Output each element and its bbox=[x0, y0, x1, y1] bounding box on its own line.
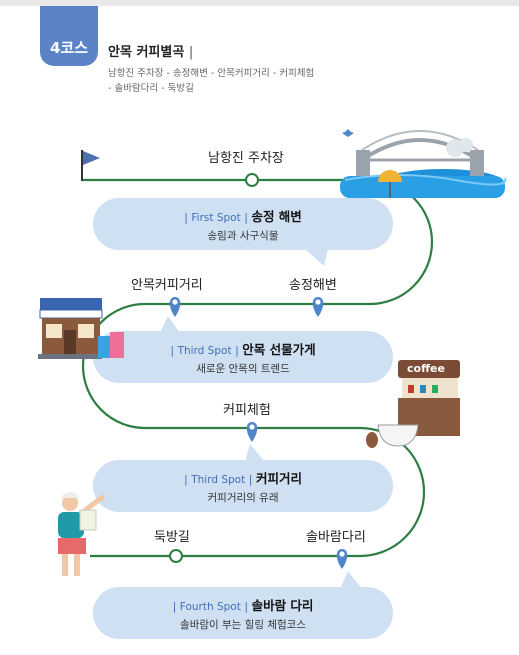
stop-label-experience: 커피체험 bbox=[223, 403, 271, 418]
stop-marker-start bbox=[245, 173, 259, 187]
spot-sep: | bbox=[184, 211, 188, 224]
spot-bubble-4 bbox=[93, 571, 393, 639]
spot-bubble-2 bbox=[93, 316, 393, 383]
spot-name: 솔바람 다리 bbox=[251, 598, 314, 613]
spot-desc: 솔바람이 부는 힐링 체험코스 bbox=[180, 619, 306, 631]
spot-tag: Fourth Spot bbox=[179, 601, 241, 613]
spot-bubble-3 bbox=[93, 444, 393, 512]
coffee-stall-illustration bbox=[366, 360, 460, 448]
spot-sep: | bbox=[248, 473, 253, 486]
spot-sep: | bbox=[172, 600, 177, 613]
route-line bbox=[81, 178, 434, 558]
spot-sep: | bbox=[170, 344, 175, 357]
coffee-sign: coffee bbox=[407, 362, 445, 375]
route-summary-line-1: 남항진 주차장 - 송정해변 - 안목커피거리 - 커피체험 bbox=[108, 68, 315, 79]
title-separator: | bbox=[188, 45, 194, 60]
flag-icon bbox=[81, 150, 100, 181]
spot-bubble-1 bbox=[93, 198, 393, 266]
spot-sep: | bbox=[235, 344, 239, 357]
course-title-text: 안목 커피별곡 bbox=[108, 45, 185, 60]
spot-desc: 커피거리의 유래 bbox=[207, 492, 279, 504]
spot-card: | First Spot | 송정 해변 송림과 사구식물 bbox=[93, 206, 393, 243]
spot-card: | Third Spot | 커피거리 커피거리의 유래 bbox=[93, 468, 393, 505]
spot-sep: | bbox=[244, 600, 249, 613]
spot-name: 송정 해변 bbox=[251, 209, 302, 224]
route-summary: 남항진 주차장 - 송정해변 - 안목커피거리 - 커피체험 - 솔바람다리 -… bbox=[108, 66, 368, 96]
stop-label-anmok-street: 안목커피거리 bbox=[131, 278, 203, 293]
spot-card: | Third Spot | 안목 선물가게 새로운 안목의 트렌드 bbox=[93, 339, 393, 376]
spot-sep: | bbox=[244, 211, 248, 224]
spot-tag: First Spot bbox=[191, 212, 241, 224]
spot-tag: Third Spot bbox=[177, 345, 232, 357]
spot-tag: Third Spot bbox=[191, 474, 246, 486]
map-pin-icon bbox=[336, 549, 348, 569]
map-pin-icon bbox=[312, 297, 324, 317]
traveler-illustration bbox=[58, 492, 106, 576]
spot-desc: 송림과 사구식물 bbox=[207, 230, 279, 242]
stop-label-solbaram: 솔바람다리 bbox=[306, 530, 366, 545]
stop-label-songjeong: 송정해변 bbox=[289, 278, 337, 293]
spot-desc: 새로운 안목의 트렌드 bbox=[196, 363, 290, 375]
spot-name: 안목 선물가게 bbox=[242, 342, 316, 357]
top-bar bbox=[0, 0, 519, 6]
bridge-illustration bbox=[340, 129, 507, 198]
gift-shop-illustration bbox=[38, 298, 124, 359]
map-pin-icon bbox=[169, 297, 181, 317]
course-badge: 4코스 bbox=[40, 6, 98, 66]
map-pin-icon bbox=[246, 422, 258, 442]
spot-sep: | bbox=[184, 473, 188, 486]
spot-card: | Fourth Spot | 솔바람 다리 솔바람이 부는 힐링 체험코스 bbox=[93, 595, 393, 632]
spot-name: 커피거리 bbox=[255, 471, 302, 486]
route-summary-line-2: - 솔바람다리 - 둑방길 bbox=[108, 83, 194, 94]
stop-label-start: 남항진 주차장 bbox=[208, 151, 284, 166]
stop-marker-dukbang bbox=[169, 549, 183, 563]
stop-label-dukbang: 둑방길 bbox=[154, 530, 190, 545]
course-title: 안목 커피별곡 | bbox=[108, 41, 193, 60]
